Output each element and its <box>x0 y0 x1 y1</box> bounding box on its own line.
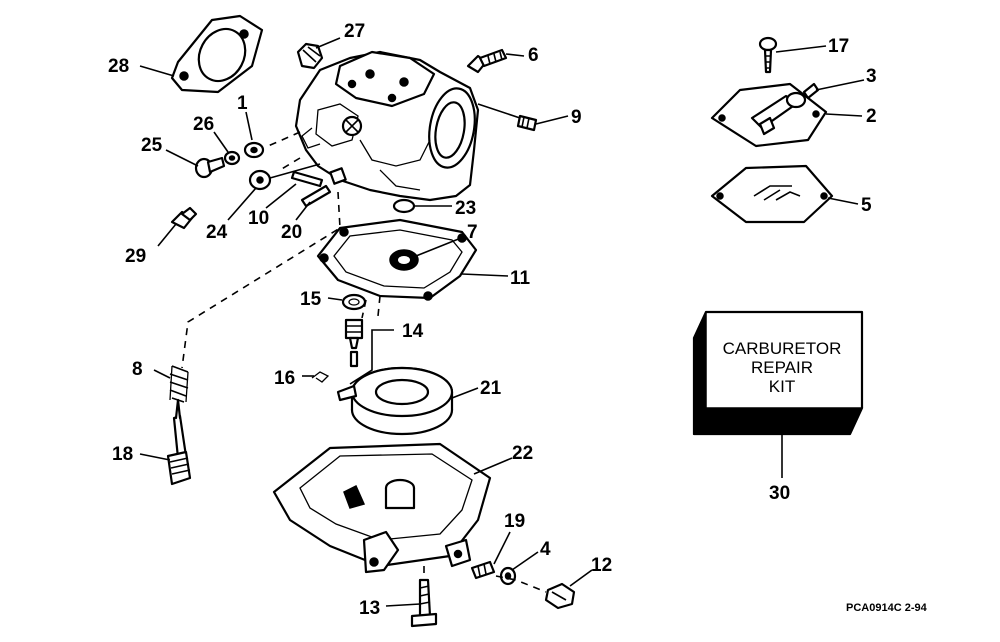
callout-28: 28 <box>108 56 129 77</box>
callout-1: 1 <box>237 93 248 114</box>
part-22-float-bowl <box>272 442 492 574</box>
callout-29: 29 <box>125 246 146 267</box>
part-18-adjustment-screw <box>166 398 192 486</box>
kit-label-line1: CARBURETOR <box>723 339 842 358</box>
part-26-washer <box>223 150 241 166</box>
part-13-screw <box>410 578 438 628</box>
part-4-washer <box>499 566 517 586</box>
part-10-pin <box>290 170 324 188</box>
callout-30: 30 <box>769 483 790 504</box>
callout-24: 24 <box>206 222 228 243</box>
part-20-pin <box>300 184 332 208</box>
callout-6: 6 <box>528 45 539 66</box>
callout-18: 18 <box>112 444 133 465</box>
callout-labels: 28 27 1 26 25 6 9 24 10 20 29 23 7 11 15… <box>108 21 877 619</box>
callout-9: 9 <box>571 107 582 128</box>
part-29-fitting <box>170 206 198 230</box>
callout-13: 13 <box>359 598 380 619</box>
callout-12: 12 <box>591 555 612 576</box>
drawing-code: PCA0914C 2-94 <box>846 602 928 614</box>
part-8-spring <box>169 365 189 403</box>
callout-7: 7 <box>467 222 478 243</box>
part-27-nut <box>296 42 324 70</box>
callout-5: 5 <box>861 195 872 216</box>
callout-3: 3 <box>866 66 877 87</box>
callout-8: 8 <box>132 359 143 380</box>
callout-20: 20 <box>281 222 302 243</box>
callout-15: 15 <box>300 289 322 310</box>
kit-label-line2: REPAIR <box>751 358 813 377</box>
part-carburetor-body <box>294 50 480 202</box>
part-14-needle-and-seat <box>344 318 364 368</box>
callout-26: 26 <box>193 114 214 135</box>
part-12-drain-screw <box>544 582 576 610</box>
part-5-diaphragm <box>710 164 834 224</box>
part-15-o-ring <box>341 293 367 311</box>
callout-21: 21 <box>480 378 502 399</box>
callout-22: 22 <box>512 443 533 464</box>
part-21-float <box>336 366 454 436</box>
kit-label-line3: KIT <box>769 377 795 396</box>
callout-23: 23 <box>455 198 476 219</box>
callout-25: 25 <box>141 135 163 156</box>
callout-19: 19 <box>504 511 525 532</box>
callout-4: 4 <box>540 539 551 560</box>
part-16-clip <box>311 371 330 383</box>
callout-17: 17 <box>828 36 849 57</box>
part-1-lock-washer <box>243 141 265 159</box>
part-28-flange-gasket <box>170 14 264 94</box>
part-6-screw <box>466 48 508 74</box>
part-3-fitting <box>802 82 820 100</box>
callout-16: 16 <box>274 368 295 389</box>
part-9-screw <box>516 114 538 132</box>
part-17-screw <box>758 36 778 74</box>
leader-lines <box>139 37 865 607</box>
part-19-plug <box>470 560 496 580</box>
callout-10: 10 <box>248 208 269 229</box>
callout-2: 2 <box>866 106 877 127</box>
part-23-plug <box>392 198 416 214</box>
callout-14: 14 <box>402 321 424 342</box>
part-2-cover <box>710 82 828 148</box>
callout-11: 11 <box>510 268 531 289</box>
callout-27: 27 <box>344 21 365 42</box>
part-24-washer <box>248 169 272 191</box>
part-25-screw <box>194 156 226 179</box>
part-30-repair-kit-box: CARBURETOR REPAIR KIT <box>692 310 864 436</box>
part-7-seal <box>389 249 419 271</box>
